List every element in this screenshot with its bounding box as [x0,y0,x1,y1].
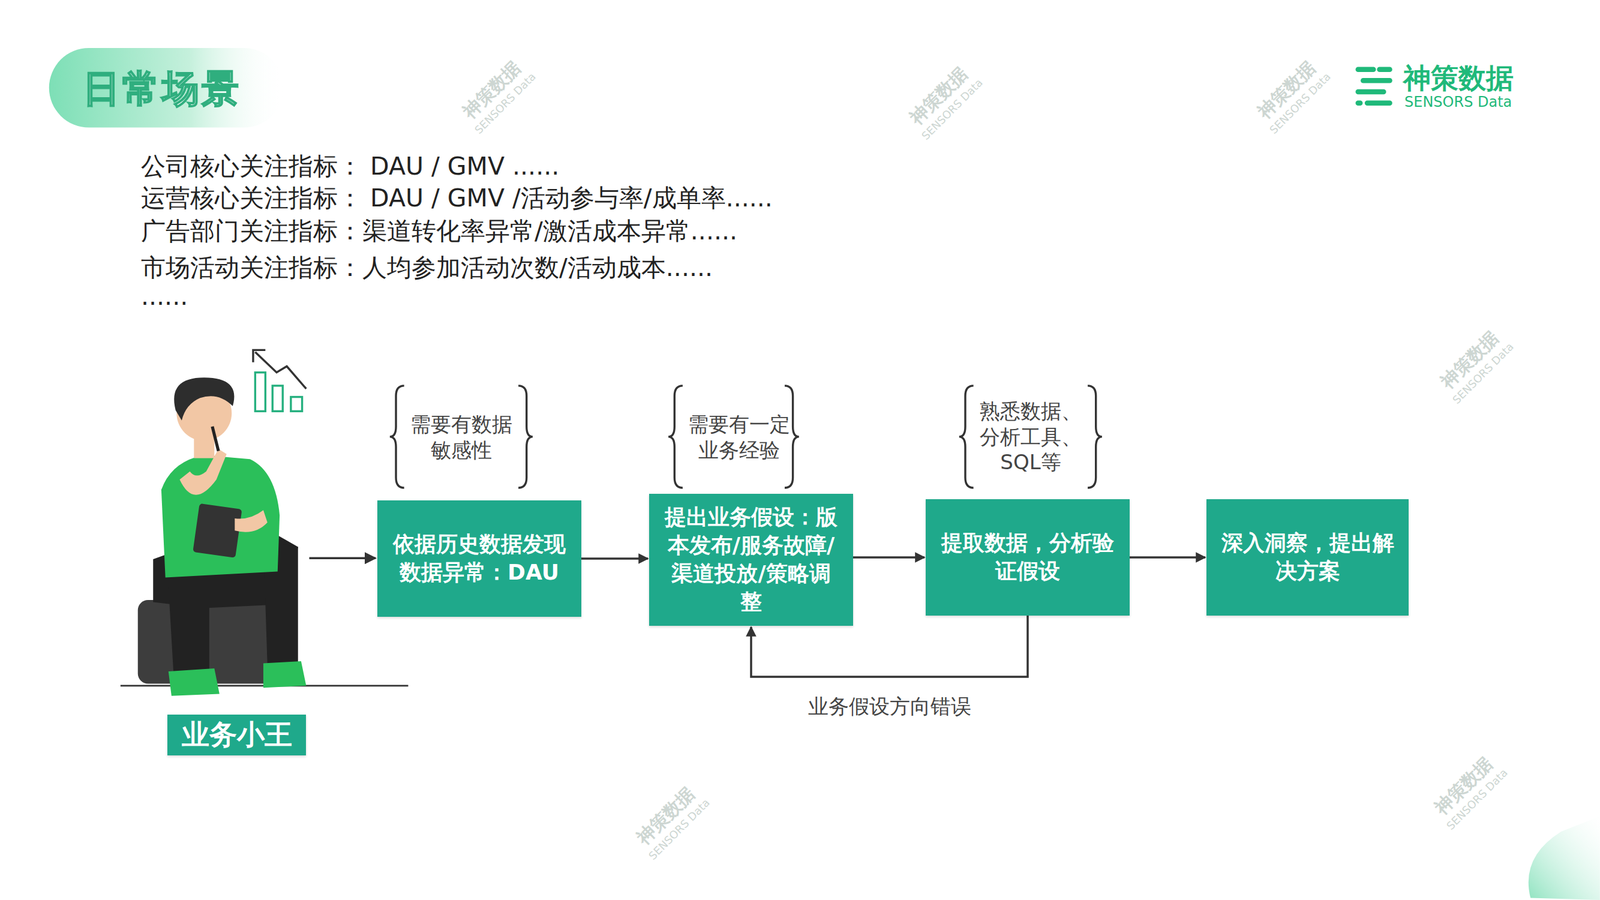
text-line: ...... [140,281,188,311]
text-line: 市场活动关注指标：人均参加活动次数/活动成本...... [140,251,713,285]
start-arrow [308,557,376,560]
text-line: 运营核心关注指标： DAU / GMV /活动参与率/成单率...... [140,181,773,215]
logo-icon [1358,69,1391,104]
bracket-group [389,385,1103,488]
person-illustration [120,377,409,696]
title-pill [49,47,284,128]
process-box: 深入洞察，提出解决方案 [1206,499,1409,616]
requirement-note: 熟悉数据、分析工具、SQL等 [976,398,1085,476]
node-text: 依据历史数据发现数据异常：DAU [391,530,567,587]
chart-icon [253,349,306,411]
text-line: SENSORS Data [1404,93,1512,111]
node-text: 深入洞察，提出解决方案 [1220,529,1395,586]
process-box: 依据历史数据发现数据异常：DAU [377,500,582,617]
node-text: 业务小王 [181,716,293,753]
node-text: 提取数据，分析验证假设 [940,529,1116,586]
text-line: 广告部门关注指标：渠道转化率异常/激活成本异常...... [140,214,738,248]
text-line: 神策数据 [1403,59,1514,98]
requirement-note: 需要有一定业务经验 [685,411,794,463]
corner-blob [1528,816,1600,900]
flow-arrow [853,556,925,559]
flow-arrow [581,557,648,560]
flow-arrow [1129,556,1206,559]
requirement-note: 需要有数据敏感性 [407,411,516,463]
slide-title: 日常场景 [82,63,242,114]
name-tag: 业务小王 [167,714,306,756]
text-line: 公司核心关注指标： DAU / GMV ...... [140,149,560,183]
node-text: 提出业务假设：版本发布/服务故障/渠道投放/策略调整 [663,503,839,616]
process-box: 提出业务假设：版本发布/服务故障/渠道投放/策略调整 [649,493,854,626]
edge-label: 业务假设方向错误 [803,691,977,722]
process-box: 提取数据，分析验证假设 [925,499,1130,616]
